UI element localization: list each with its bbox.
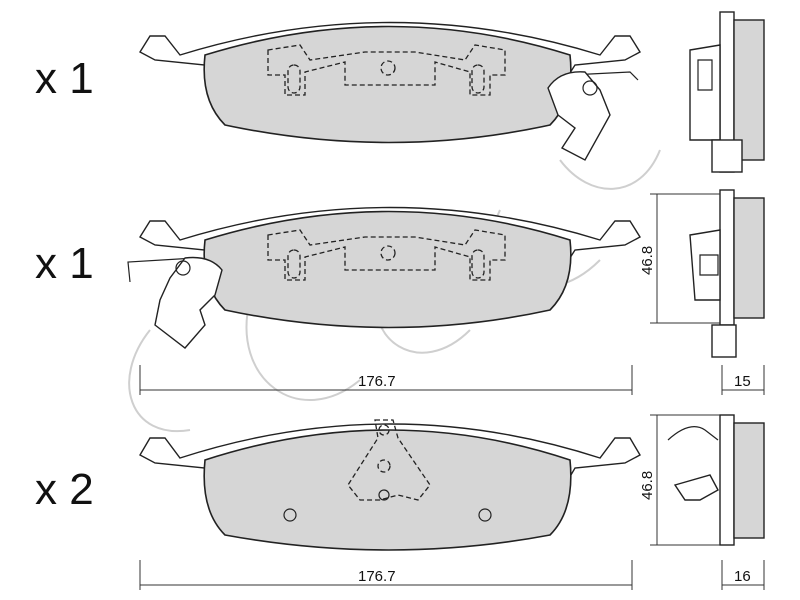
quantity-label-pad-1: x 1 [35, 54, 94, 103]
side-view-pad-2 [689, 189, 765, 358]
side-view-pad-1 [689, 11, 765, 173]
dimension-label: 16 [734, 568, 751, 585]
slot-left [287, 64, 301, 94]
dimension-label: 46.8 [639, 471, 656, 500]
dimension-width-upper: 176.7 [139, 365, 633, 395]
dimension-label: 46.8 [639, 246, 656, 275]
dimension-thickness-lower: 16 [721, 560, 765, 590]
friction-material [203, 429, 572, 551]
dimension-label: 15 [734, 373, 751, 390]
side-view-pad-3 [667, 414, 765, 546]
dimension-label: 176.7 [358, 373, 396, 390]
dimension-height-lower: 46.8 [639, 414, 720, 546]
shim-outline [267, 229, 506, 281]
dimension-thickness-upper: 15 [721, 365, 765, 395]
slot-right [471, 64, 485, 94]
brake-pad-3 [139, 419, 641, 551]
dimension-width-lower: 176.7 [139, 560, 633, 590]
hole-right [478, 508, 492, 522]
quantity-label-pad-2: x 1 [35, 239, 94, 288]
dimension-label: 176.7 [358, 568, 396, 585]
shim-outline [267, 44, 506, 96]
center-hole [380, 60, 396, 76]
sensor-wire [569, 71, 639, 81]
spring-clip [667, 426, 719, 441]
brake-pad-1 [139, 21, 641, 161]
brake-pad-2 [127, 206, 641, 349]
quantity-label-pad-3: x 2 [35, 465, 94, 514]
dimension-height-upper: 46.8 [639, 193, 720, 324]
spring-clip-outline [347, 419, 431, 501]
hole-left [283, 508, 297, 522]
sensor-wire [127, 257, 196, 283]
wear-sensor [154, 256, 223, 349]
